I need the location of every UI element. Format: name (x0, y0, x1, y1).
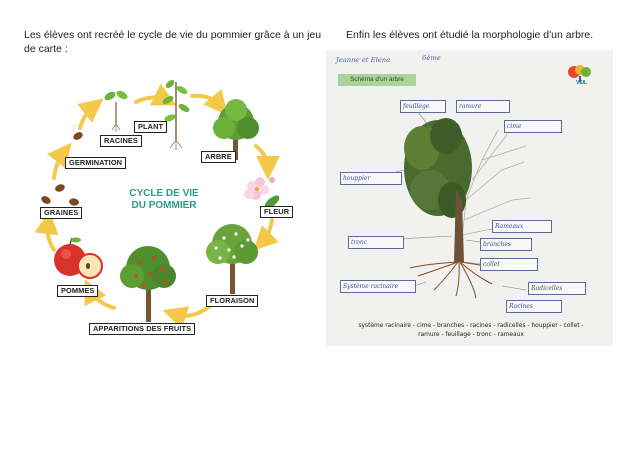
young-plant-illustration (162, 80, 190, 150)
label-arbre: ARBRE (201, 151, 236, 163)
label-ramure: ramure (456, 100, 510, 113)
word-bank: système racinaire - cime - branches - ra… (336, 322, 606, 340)
caption-right: Enfin les élèves ont étudié la morpholog… (346, 29, 594, 41)
arrow-graines-to-germination (47, 142, 72, 180)
tree-photo-drawing (371, 111, 531, 299)
word-bank-line1: système racinaire - cime - branches - ra… (358, 323, 584, 329)
tree-illustration (213, 99, 259, 160)
apple-blossom-illustration (244, 177, 280, 209)
label-racines-ws: Racines (506, 300, 562, 313)
label-houppier: houppier (340, 172, 402, 185)
label-apparitions-des-fruits: APPARITIONS DES FRUITS (89, 323, 196, 335)
arrow-pommes-to-graines (34, 210, 59, 252)
label-radicelles: Radicelles (528, 282, 586, 295)
tree-crown (404, 118, 472, 218)
cycle-title-line2: DU POMMIER (131, 200, 197, 211)
label-rameaux: Rameaux (492, 220, 552, 233)
tree-morphology-worksheet: Jeanne et Elena 6ème Schéma d'un arbre V… (326, 50, 613, 346)
arrow-germination-to-racines (77, 98, 104, 130)
arrow-plant-to-tree (134, 83, 177, 106)
cycle-drawing (34, 80, 280, 330)
label-floraison: FLORAISON (206, 295, 259, 307)
bare-branches (459, 119, 531, 261)
worksheet-title: Schéma d'un arbre (338, 74, 416, 86)
label-graines: GRAINES (40, 207, 83, 219)
label-collet: collet (480, 258, 538, 271)
label-fleur: FLEUR (260, 206, 294, 218)
label-tronc: tronc (348, 236, 404, 249)
arrow-to-arbre (190, 89, 228, 116)
label-germination: GERMINATION (65, 157, 127, 169)
student-names: Jeanne et Elena (336, 56, 391, 64)
arrow-fleur-to-floraison (253, 218, 279, 251)
school-logo-text: VEIL (576, 80, 588, 86)
label-plant: PLANT (134, 121, 168, 133)
cycle-title: CYCLE DE VIE DU POMMIER (114, 188, 214, 212)
cycle-title-line1: CYCLE DE VIE (129, 188, 199, 199)
flowering-tree-illustration (206, 224, 258, 294)
label-pommes: POMMES (57, 285, 99, 297)
label-racines: RACINES (100, 135, 142, 147)
arrow-floraison-to-fruits (162, 304, 212, 330)
label-systeme-racinaire: Système racinaire (340, 280, 416, 293)
label-feuillage: feuillage (400, 100, 446, 113)
apples-illustration (54, 237, 103, 279)
tree-trunk (454, 190, 464, 262)
fruiting-tree-illustration (120, 246, 176, 322)
student-class: 6ème (422, 54, 441, 62)
apple-life-cycle-figure: CYCLE DE VIE DU POMMIER PLANT RACINES GE… (24, 62, 324, 348)
seeds-illustration (41, 184, 79, 206)
arrow-arbre-to-fleur (254, 144, 280, 180)
caption-left: Les élèves ont recréé le cycle de vie du… (24, 29, 322, 55)
germinating-seed-illustration (72, 123, 83, 140)
label-branches: branches (480, 238, 532, 251)
cycle-arrows (34, 83, 280, 330)
school-logo-icon (568, 65, 591, 82)
label-cime: cime (504, 120, 562, 133)
seedling-illustration (104, 90, 128, 132)
word-bank-line2: ramure - feuillage - tronc - rameaux (418, 332, 524, 338)
